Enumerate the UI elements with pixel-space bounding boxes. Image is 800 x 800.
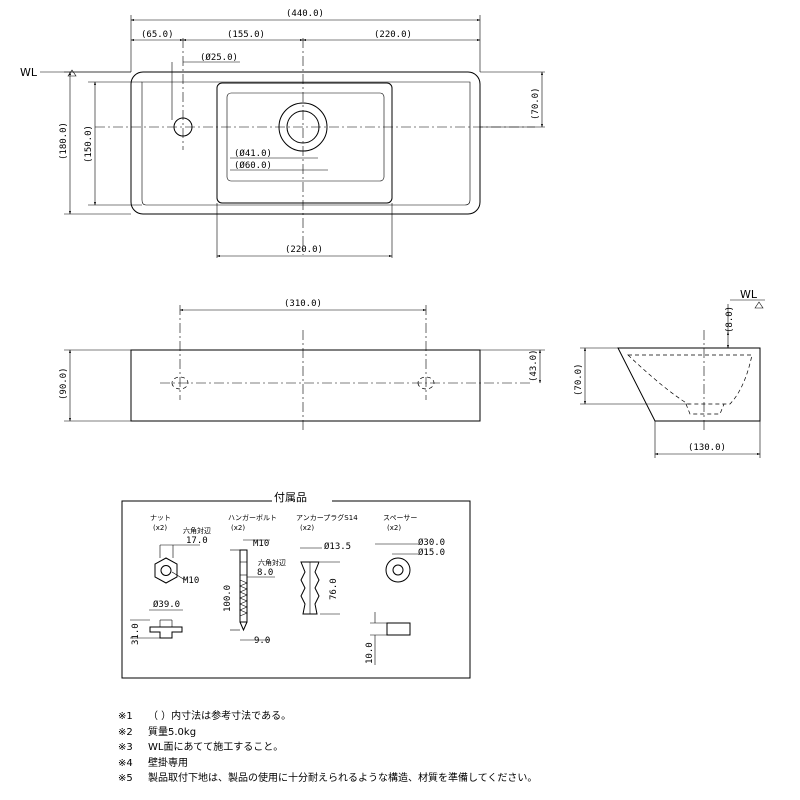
dim-left-offset: (65.0) [141, 30, 174, 40]
note-item: ※4 壁掛専用 [118, 756, 788, 772]
dim-mount-height: (43.0) [529, 349, 539, 382]
side-bowl-hidden [627, 354, 753, 405]
notes-list: ※1 （ ）内寸法は参考寸法である。 ※2 質量5.0kg ※3 WL面にあてて施工するこ… [118, 709, 788, 787]
note-text: （ ）内寸法は参考寸法である。 [148, 711, 292, 722]
bolt-thread: M10 [253, 539, 269, 549]
faucet-hole [173, 117, 193, 137]
mount-hole-left [171, 376, 189, 390]
note-item: ※2 質量5.0kg [118, 725, 788, 741]
accessories-frame [121, 500, 471, 679]
wl-label: WL [20, 66, 38, 79]
plug-icon [300, 561, 320, 615]
dim-mount-spacing: (310.0) [284, 299, 322, 309]
side-view: WL (8.0) (70.0) (130.0) [574, 288, 765, 458]
nut-side-icon [149, 626, 183, 639]
spacer-outer: Ø30.0 [418, 537, 445, 548]
nut-name: ナット [150, 514, 171, 522]
nut-hex-icon [154, 557, 178, 584]
bolt-hex-label: 六角対辺 [258, 558, 286, 567]
note-item: ※1 （ ）内寸法は参考寸法である。 [118, 709, 788, 725]
note-mark: ※2 [118, 726, 133, 738]
note-text: 質量5.0kg [148, 726, 197, 738]
dim-total-width: (440.0) [286, 9, 324, 19]
note-mark: ※1 [118, 711, 133, 722]
dim-center-offset: (155.0) [227, 30, 265, 40]
bowl-outer [216, 82, 393, 204]
nut-hex-label: 六角対辺 [183, 526, 211, 535]
nut-hex: 17.0 [186, 536, 208, 546]
plug-qty: (x2) [300, 524, 314, 532]
note-item: ※5 製品取付下地は、製品の使用に十分耐えられるような構造、材質を準備してください… [118, 771, 788, 787]
note-item: ※3 WL面にあてて施工すること。 [118, 740, 788, 756]
basin-inner-outline [141, 81, 471, 206]
dim-side-depth: (130.0) [688, 443, 726, 453]
plug-name: アンカープラグS14 [296, 513, 358, 522]
basin-outline [130, 71, 481, 215]
plug-length: 76.0 [329, 578, 339, 600]
note-mark: ※4 [118, 757, 133, 769]
dim-depth-total: (180.0) [59, 122, 69, 160]
nut-height: 31.0 [131, 623, 141, 645]
dim-faucet-hole: (Ø25.0) [200, 52, 238, 63]
drain-outer [278, 102, 328, 152]
dim-front-height: (90.0) [59, 367, 69, 400]
note-mark: ※3 [118, 742, 133, 753]
top-view: WL (440.0) (65.0) (155.0) (220.0) (Ø25.0… [20, 9, 545, 258]
nut-qty: (x2) [153, 524, 167, 532]
plug-dia: Ø13.5 [324, 541, 351, 552]
nut-group: ナット (x2) 六角対辺 17.0 M10 Ø39.0 31.0 [130, 514, 211, 645]
bolt-qty: (x2) [231, 524, 245, 532]
side-wl-triangle-icon [754, 301, 764, 309]
front-outline [130, 349, 481, 422]
dim-side-wl-offset: (8.0) [725, 306, 735, 333]
dim-right-half: (220.0) [374, 30, 412, 40]
accessories-box: 付属品 ナット (x2) 六角対辺 17.0 M10 Ø39.0 31.0 [121, 488, 471, 679]
dim-front-to-drain: (70.0) [531, 87, 541, 120]
side-outline [617, 347, 761, 422]
nut-thread: M10 [183, 576, 199, 586]
spacer-thickness: 10.0 [365, 642, 375, 664]
note-text: WL面にあてて施工すること。 [148, 742, 284, 753]
bolt-name: ハンガーボルト [228, 513, 277, 522]
front-view: (310.0) (90.0) (43.0) [59, 299, 545, 432]
wl-triangle-icon [67, 69, 77, 77]
spacer-name: スペーサー [383, 514, 417, 522]
spacer-top-icon [385, 557, 411, 583]
spacer-inner: Ø15.0 [418, 547, 445, 558]
bolt-length: 100.0 [223, 585, 233, 612]
spacer-group: スペーサー (x2) Ø30.0 Ø15.0 10.0 [365, 514, 445, 665]
dim-drain-inner: (Ø41.0) [234, 148, 272, 159]
bowl-inner [226, 92, 385, 182]
dim-drain-outer: (Ø60.0) [234, 160, 272, 171]
mount-hole-right [417, 376, 435, 390]
dim-depth-inner: (150.0) [84, 125, 94, 163]
dim-side-height: (70.0) [574, 363, 584, 396]
spacer-qty: (x2) [387, 524, 401, 532]
note-text: 製品取付下地は、製品の使用に十分耐えられるような構造、材質を準備してください。 [148, 773, 538, 784]
side-wl-label: WL [740, 288, 758, 301]
note-mark: ※5 [118, 773, 133, 784]
accessories-title: 付属品 [274, 491, 307, 504]
bolt-hex: 8.0 [257, 568, 273, 578]
dim-bowl-width: (220.0) [285, 245, 323, 255]
drain-inner [286, 110, 320, 144]
note-text: 壁掛専用 [148, 757, 188, 769]
bolt-dia: 9.0 [254, 636, 270, 646]
plug-group: アンカープラグS14 (x2) Ø13.5 76.0 [296, 513, 358, 615]
nut-washer: Ø39.0 [153, 599, 180, 610]
spacer-side-icon [386, 622, 411, 636]
bolt-group: ハンガーボルト (x2) M10 六角対辺 8.0 100.0 9.0 [223, 513, 286, 646]
